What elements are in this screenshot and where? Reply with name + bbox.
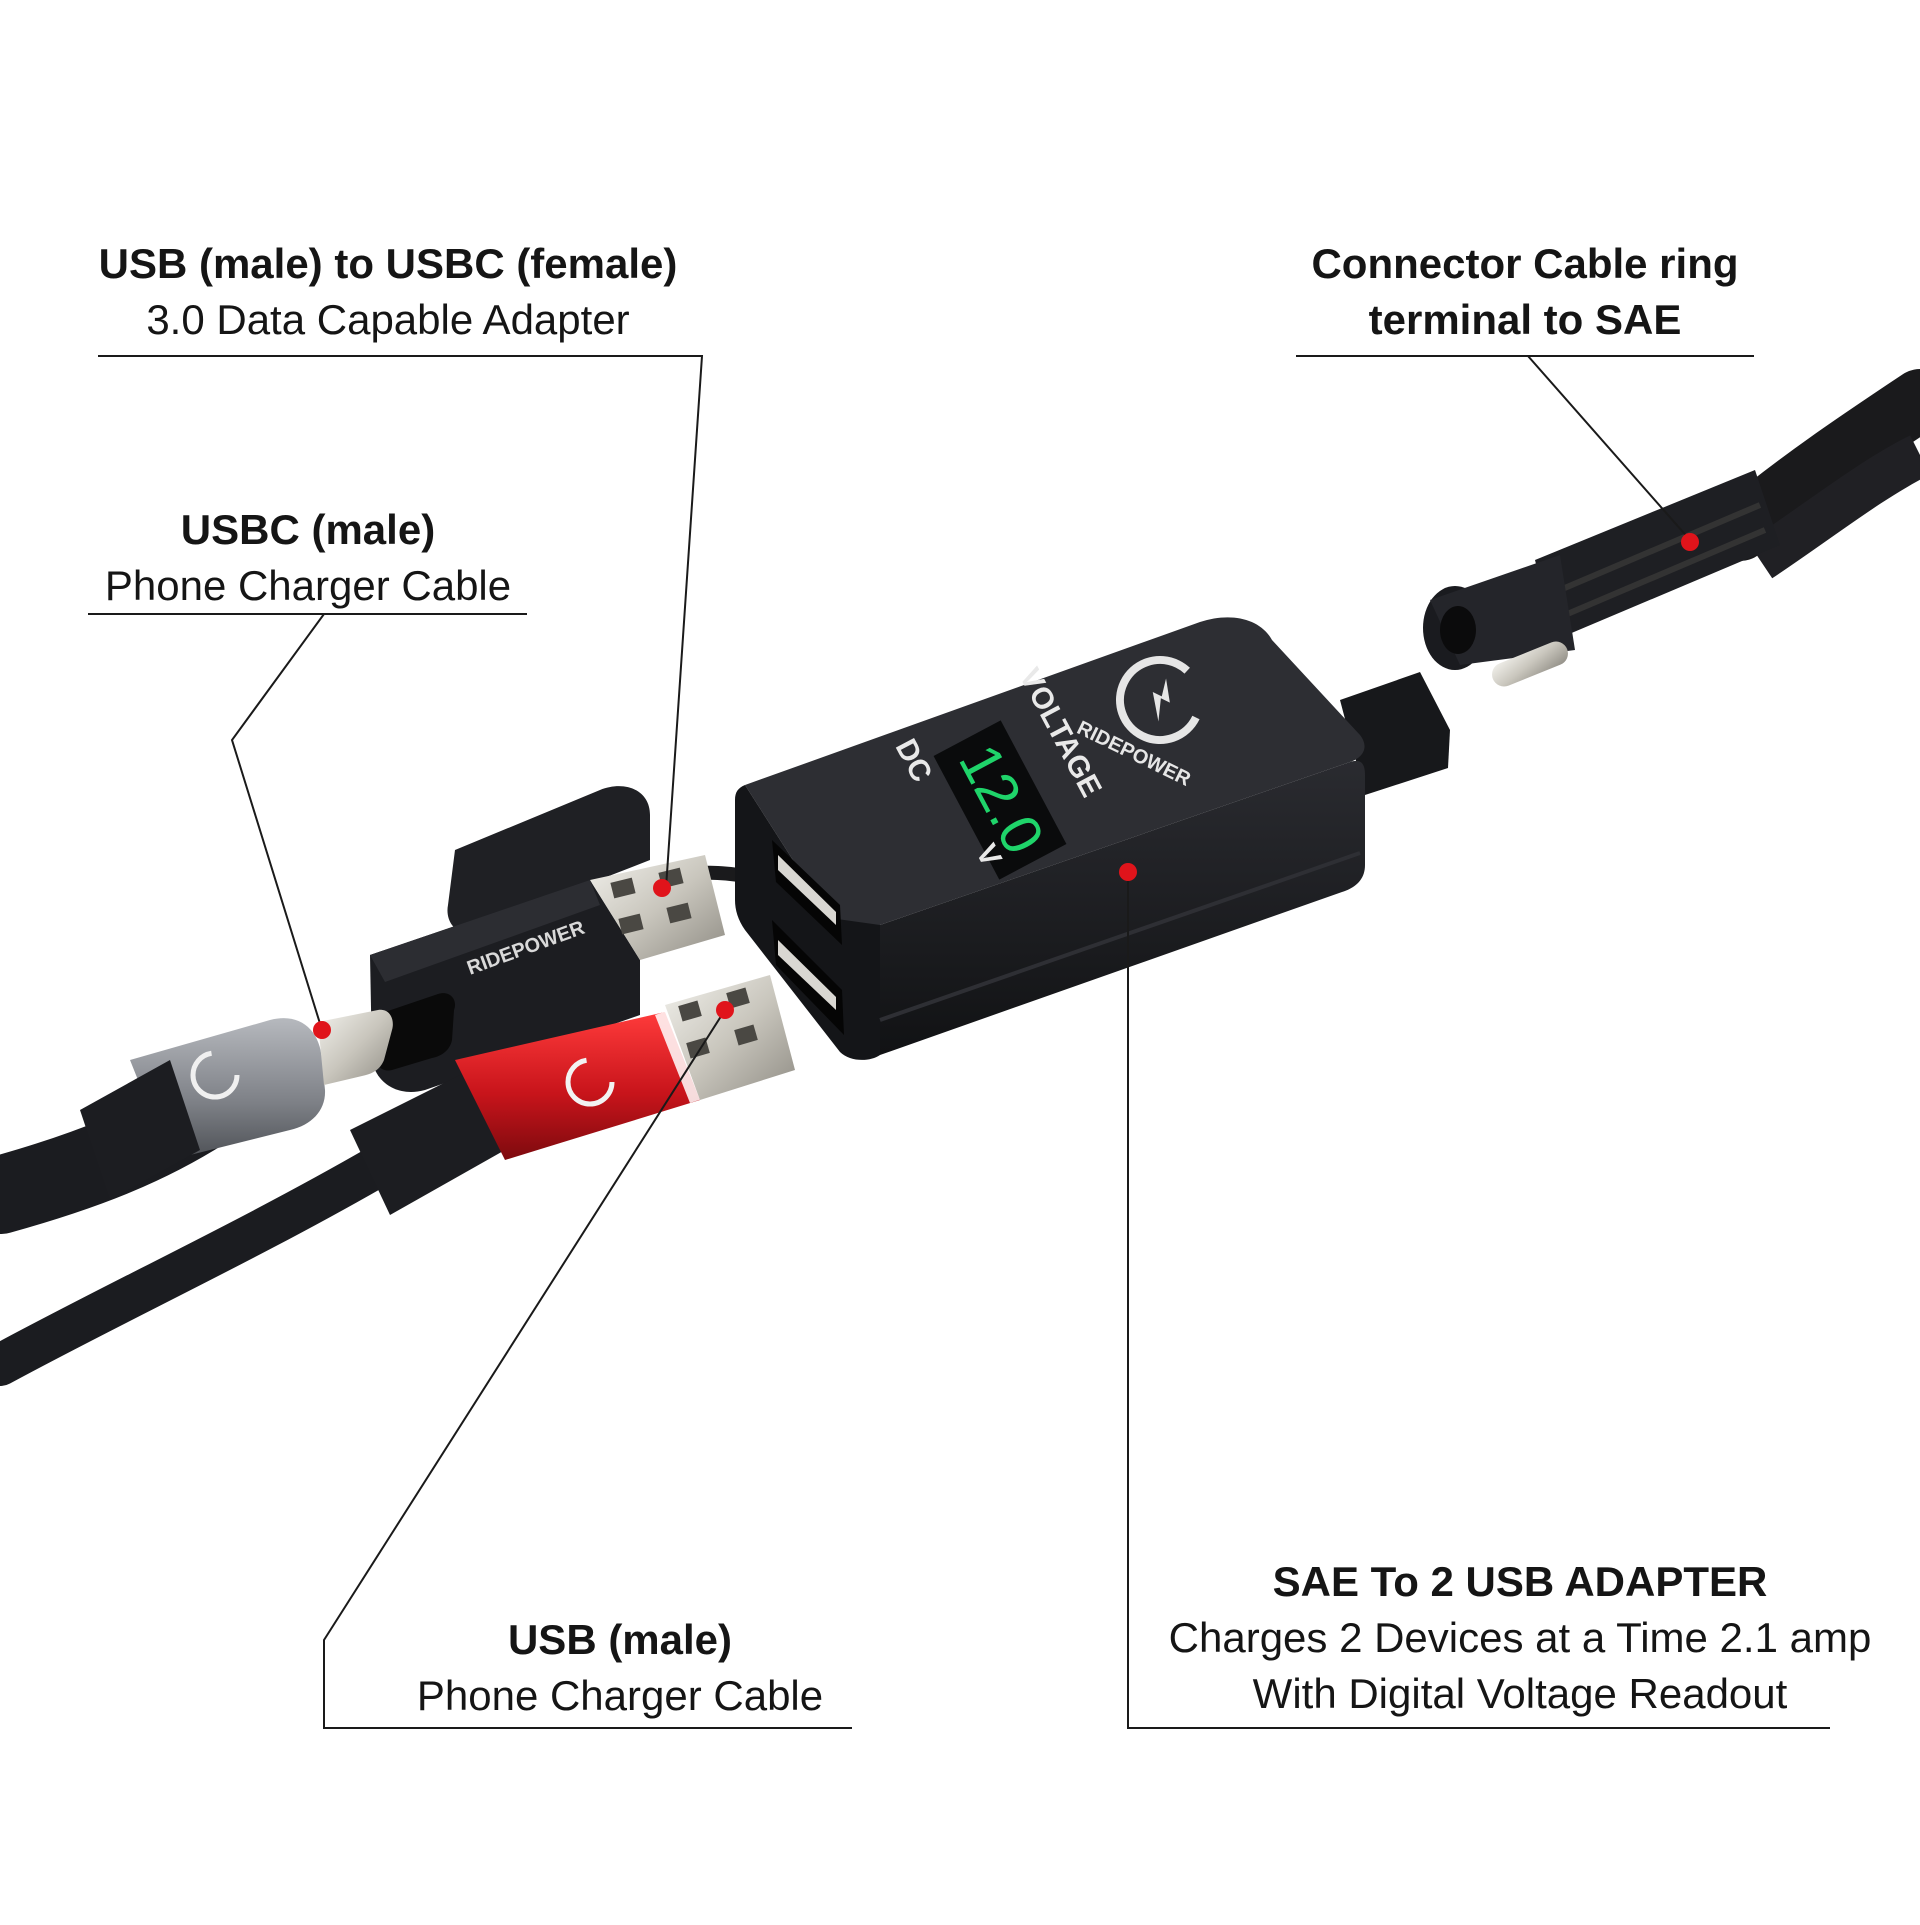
callout-line-usbc xyxy=(88,613,527,1031)
label-usb-subtitle: Phone Charger Cable xyxy=(416,1672,824,1719)
usb-cable xyxy=(0,1144,401,1386)
callout-line-adapter xyxy=(98,355,704,889)
marker-usbc xyxy=(313,1021,331,1039)
usb-to-usbc-adapter: RIDEPOWER xyxy=(370,786,725,1092)
marker-connector xyxy=(1681,533,1699,551)
label-adapter: USB (male) to USBC (female) 3.0 Data Cap… xyxy=(98,236,678,348)
marker-sae xyxy=(1119,863,1137,881)
usbc-phone-plug xyxy=(80,1009,393,1200)
label-sae-line3: With Digital Voltage Readout xyxy=(1252,1670,1788,1717)
label-usbc-subtitle: Phone Charger Cable xyxy=(104,562,512,609)
label-connector-line1: Connector Cable ring xyxy=(1311,240,1739,287)
sae-connector xyxy=(1423,470,1780,687)
label-usb-cable: USB (male) Phone Charger Cable xyxy=(400,1612,840,1724)
label-sae-title: SAE To 2 USB ADAPTER xyxy=(1272,1558,1768,1605)
label-adapter-title: USB (male) to USBC (female) xyxy=(98,240,678,287)
sae-usb-adapter-body xyxy=(735,617,1450,1060)
callout-line-connector xyxy=(1296,355,1754,541)
adapter-cap xyxy=(447,786,650,932)
callout-markers xyxy=(313,533,1699,1039)
label-connector-line2: terminal to SAE xyxy=(1368,296,1682,343)
usb-port-bottom xyxy=(772,920,844,1035)
label-adapter-subtitle: 3.0 Data Capable Adapter xyxy=(146,296,630,343)
usb-phone-plug xyxy=(350,975,795,1215)
label-sae-line2: Charges 2 Devices at a Time 2.1 amp xyxy=(1168,1614,1872,1661)
label-usbc-cable: USBC (male) Phone Charger Cable xyxy=(88,502,528,614)
sae-cable-second-strand xyxy=(1747,435,1920,579)
marker-adapter xyxy=(653,879,671,897)
callout-line-usb xyxy=(323,1009,852,1729)
usb-port-top xyxy=(772,840,842,945)
label-usb-title: USB (male) xyxy=(507,1616,733,1663)
callout-lines xyxy=(88,355,1830,1729)
label-usbc-title: USBC (male) xyxy=(180,506,436,553)
marker-usb xyxy=(716,1001,734,1019)
label-connector-cable: Connector Cable ring terminal to SAE xyxy=(1296,236,1754,348)
callout-line-sae xyxy=(1127,872,1830,1729)
label-sae-adapter: SAE To 2 USB ADAPTER Charges 2 Devices a… xyxy=(1150,1554,1890,1722)
